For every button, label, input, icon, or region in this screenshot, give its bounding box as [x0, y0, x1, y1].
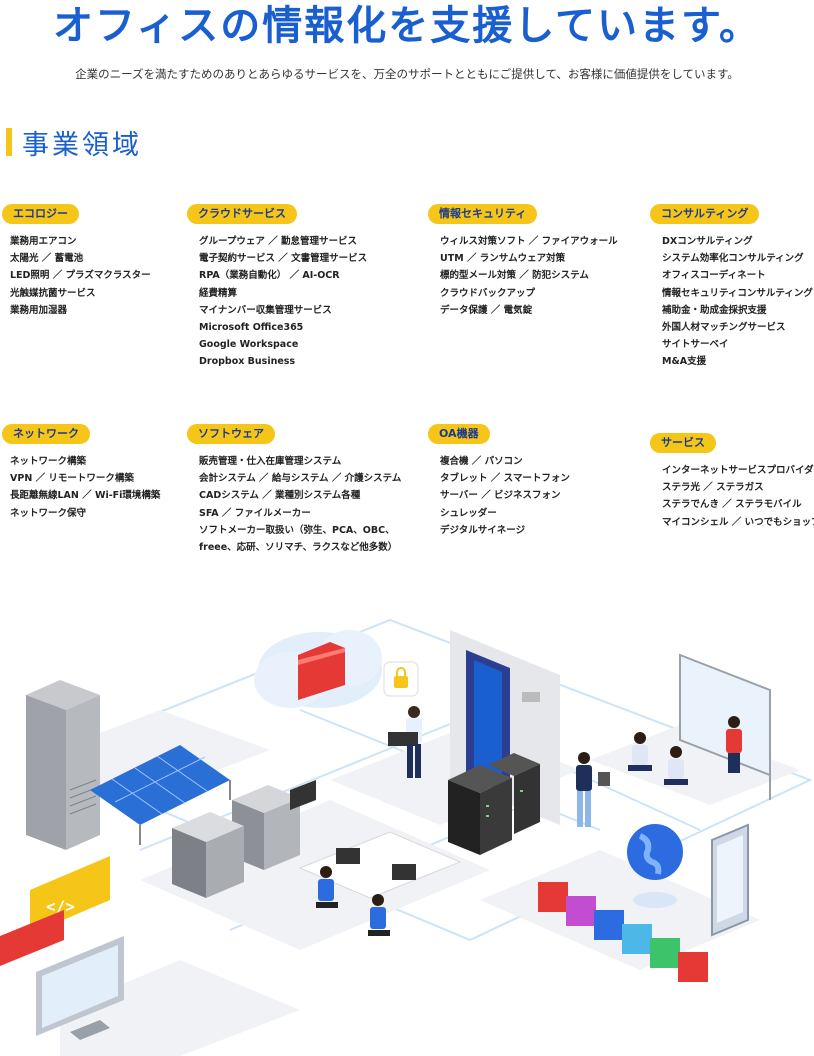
list-item: 標的型メール対策 ／ 防犯システム [440, 270, 589, 282]
server-rack-icon [26, 680, 100, 850]
list-item: 補助金・助成金採択支援 [662, 304, 767, 316]
category-items: DXコンサルティング システム効率化コンサルティング オフィスコーディネート 情… [662, 233, 813, 371]
list-item: マイナンバー収集管理サービス [199, 304, 332, 316]
list-item: ネットワーク保守 [10, 507, 87, 519]
list-item: グループウェア ／ 勤怠管理サービス [199, 236, 358, 247]
copier-icon [172, 780, 316, 898]
category-items: インターネットサービスプロバイダ ステラ光 ／ ステラガス ステラでんき ／ ス… [662, 462, 814, 531]
category-items: 販売管理・仕入在庫管理システム 会計システム ／ 給与システム ／ 介護システム… [199, 453, 401, 556]
laptop-icon [298, 831, 462, 899]
phone-icon [711, 823, 749, 937]
list-item: オフィスコーディネート [662, 270, 766, 282]
list-item: 情報セキュリティコンサルティング [662, 287, 813, 299]
category-badge: 情報セキュリティ [428, 204, 538, 224]
list-item: ステラ光 ／ ステラガス [662, 482, 764, 494]
category-consulting: コンサルティング DXコンサルティング システム効率化コンサルティング オフィス… [650, 202, 813, 371]
category-items: ウィルス対策ソフト ／ ファイアウォール UTM ／ ランサムウェア対策 標的型… [440, 233, 618, 319]
list-item: CADシステム ／ 業種別システム各種 [199, 490, 361, 502]
list-item: DXコンサルティング [662, 236, 753, 247]
category-oa-equipment: OA機器 複合機 ／ パソコン タブレット ／ スマートフォン サーバー ／ ビ… [428, 422, 570, 539]
list-item: SFA ／ ファイルメーカー [199, 507, 311, 519]
list-item: 太陽光 ／ 蓄電池 [10, 253, 84, 265]
category-items: ネットワーク構築 VPN ／ リモートワーク構築 長距離無線LAN ／ Wi-F… [10, 453, 160, 522]
list-item: Google Workspace [199, 339, 299, 351]
list-item: 複合機 ／ パソコン [440, 456, 523, 467]
list-item: マイコンシェル ／ いつでもショップ [662, 516, 814, 528]
list-item: UTM ／ ランサムウェア対策 [440, 253, 566, 265]
category-badge: サービス [650, 433, 716, 453]
subline: 企業のニーズを満たすためのありとあらゆるサービスを、万全のサポートとともにご提供… [75, 67, 739, 81]
lock-icon [383, 661, 419, 697]
list-item: システム効率化コンサルティング [662, 253, 804, 265]
code-icon: </> [30, 856, 110, 934]
list-item: インターネットサービスプロバイダ [662, 465, 814, 476]
category-services: サービス インターネットサービスプロバイダ ステラ光 ／ ステラガス ステラでん… [650, 431, 814, 531]
category-cloud-services: クラウドサービス グループウェア ／ 勤怠管理サービス 電子契約サービス ／ 文… [187, 202, 367, 371]
list-item: RPA（業務自動化） ／ AI-OCR [199, 270, 340, 282]
office-illustration: </> [0, 618, 813, 1056]
list-item: Dropbox Business [199, 356, 296, 368]
seated-workers-icon [316, 866, 390, 936]
monitor-icon [36, 936, 124, 1040]
list-item: データ保護 ／ 電気錠 [440, 304, 533, 316]
headline: オフィスの情報化を支援しています。 [53, 2, 761, 49]
list-item: 光触媒抗菌サービス [10, 287, 96, 299]
whiteboard-icon [679, 653, 771, 800]
section-title-text: 事業領域 [22, 129, 142, 161]
list-item: デジタルサイネージ [440, 524, 526, 536]
presenter-icon [726, 716, 742, 773]
list-item: 電子契約サービス ／ 文書管理サービス [199, 253, 368, 265]
audience-icon [628, 732, 688, 785]
list-item: 長距離無線LAN ／ Wi-Fi環境構築 [10, 490, 161, 502]
person-with-tablet-icon [576, 752, 610, 827]
list-item: LED照明 ／ プラズマクラスター [10, 270, 151, 282]
list-item: VPN ／ リモートワーク構築 [10, 473, 134, 485]
category-network: ネットワーク ネットワーク構築 VPN ／ リモートワーク構築 長距離無線LAN… [2, 422, 160, 522]
category-items: 業務用エアコン 太陽光 ／ 蓄電池 LED照明 ／ プラズマクラスター 光触媒抗… [10, 233, 151, 319]
list-item: 外国人材マッチングサービス [662, 322, 786, 334]
list-item: サイトサーベイ [662, 339, 729, 351]
category-software: ソフトウェア 販売管理・仕入在庫管理システム 会計システム ／ 給与システム ／… [187, 422, 401, 556]
list-item: 業務用エアコン [10, 236, 77, 247]
globe-icon [627, 824, 683, 908]
code-glyph: </> [46, 897, 75, 916]
list-item: 会計システム ／ 給与システム ／ 介護システム [199, 473, 402, 485]
list-item: シュレッダー [440, 507, 497, 519]
list-item: タブレット ／ スマートフォン [440, 473, 570, 485]
section-title-accent-bar [6, 128, 12, 156]
list-item: クラウドバックアップ [440, 287, 536, 299]
category-badge: エコロジー [2, 204, 79, 224]
app-cube-icon [538, 882, 708, 982]
category-badge: ソフトウェア [187, 424, 275, 444]
solar-panel-icon [90, 745, 231, 845]
list-item: freee、応研、ソリマチ、ラクスなど他多数） [199, 542, 398, 554]
list-item: Microsoft Office365 [199, 322, 304, 334]
network-server-icon [448, 753, 540, 855]
list-item: 販売管理・仕入在庫管理システム [199, 456, 342, 467]
category-badge: OA機器 [428, 424, 490, 444]
category-badge: クラウドサービス [187, 204, 297, 224]
list-item: ウィルス対策ソフト ／ ファイアウォール [440, 236, 618, 247]
section-title: 事業領域 [6, 126, 142, 161]
list-item: 業務用加湿器 [10, 304, 68, 316]
list-item: ネットワーク構築 [10, 456, 87, 467]
list-item: M&A支援 [662, 356, 707, 368]
person-with-laptop-icon [388, 706, 422, 778]
cloud-folder-icon [254, 630, 382, 708]
list-item: 経費精算 [199, 287, 238, 299]
category-items: グループウェア ／ 勤怠管理サービス 電子契約サービス ／ 文書管理サービス R… [199, 233, 367, 371]
category-badge: ネットワーク [2, 424, 90, 444]
category-ecology: エコロジー 業務用エアコン 太陽光 ／ 蓄電池 LED照明 ／ プラズマクラスタ… [2, 202, 151, 319]
category-items: 複合機 ／ パソコン タブレット ／ スマートフォン サーバー ／ ビジネスフォ… [440, 453, 570, 539]
message-window-icon [0, 910, 64, 966]
category-badge: コンサルティング [650, 204, 760, 224]
category-information-security: 情報セキュリティ ウィルス対策ソフト ／ ファイアウォール UTM ／ ランサム… [428, 202, 618, 319]
list-item: ソフトメーカー取扱い（弥生、PCA、OBC、 [199, 524, 395, 536]
list-item: サーバー ／ ビジネスフォン [440, 490, 561, 502]
list-item: ステラでんき ／ ステラモバイル [662, 499, 802, 511]
